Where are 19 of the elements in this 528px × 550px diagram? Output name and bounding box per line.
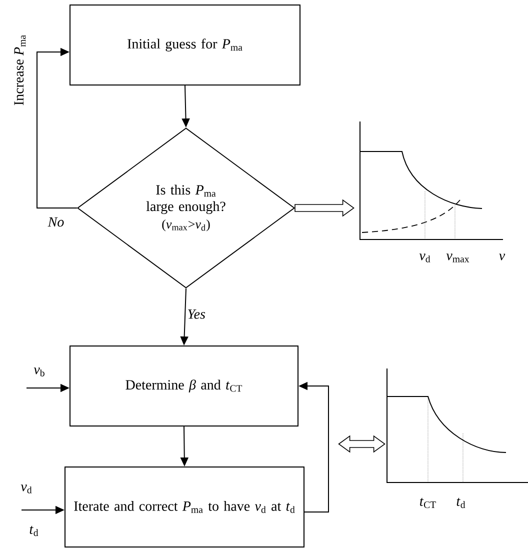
axis-label: v$_{max}$ [446, 254, 470, 262]
edge-label: v$_{b}$ [34, 368, 44, 376]
axis-label: t$_{CT}$ [420, 498, 436, 508]
edge-label: Yes [188, 310, 206, 319]
block-arrow [338, 435, 386, 453]
graph-drawing [360, 121, 504, 240]
process-box: Initial guess for P$_{ma}$ [70, 4, 300, 86]
edge-label: Increase P$_{ma}$ [14, 35, 26, 106]
graph-drawing [386, 368, 528, 483]
branch-label: No [48, 217, 64, 227]
axis-label: v$_{d}$ [419, 254, 430, 262]
arrow [36, 48, 78, 208]
edge-label: v$_{d}$ [20, 484, 32, 494]
process-box: Determine β and t$_{CT}$ [70, 346, 298, 426]
process-box: Iterate and correct P$_{ma}$ to have v$_{d}$ at t$_{d}$ [64, 466, 304, 548]
axis-label: t$_{d}$ [456, 498, 466, 508]
block-arrow [294, 199, 354, 217]
axis-label: v [499, 254, 506, 260]
input-label: t$_{d}$ [30, 526, 38, 536]
